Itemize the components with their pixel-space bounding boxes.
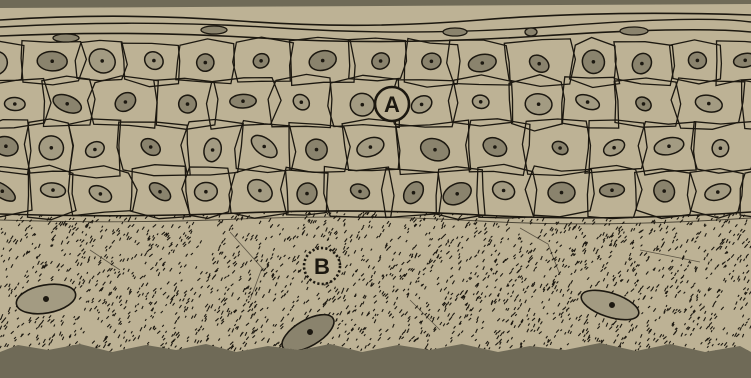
nucleolus [502,189,506,193]
nucleolus [321,59,325,63]
nucleolus [204,190,208,194]
label-b-marker: B [304,248,340,284]
nucleolus [667,144,671,148]
nucleolus [300,100,304,104]
nucleolus [640,62,644,66]
nucleolus [455,192,459,196]
nucleolus [558,146,562,150]
label-b: B [314,254,330,279]
nucleolus [592,60,596,64]
nucleolus [211,148,215,152]
nucleolus [149,145,153,149]
nucleolus [50,59,54,63]
nucleolus [716,190,720,194]
nucleolus [358,190,362,194]
nucleolus [612,146,616,150]
nucleolus [124,100,128,104]
nucleolus [610,188,614,192]
nucleolus [152,59,156,63]
nucleolus [186,102,190,106]
nucleolus [93,148,97,152]
nucleolus [262,145,266,149]
nucleolus [361,103,365,107]
nucleolus [707,102,711,106]
label-a: A [384,92,400,117]
nucleolus [13,102,17,106]
nucleolus [50,146,54,150]
nucleolus [65,102,69,106]
label-a-marker: A [375,87,409,121]
nucleolus [379,59,383,63]
nucleolus [560,191,564,195]
nucleolus [1,189,5,193]
nucleolus [642,102,646,106]
nucleolus [743,59,747,63]
nucleolus [158,190,162,194]
nucleolus [258,189,262,193]
nucleolus [481,61,485,65]
nucleolus [719,146,723,150]
nucleolus [586,100,590,104]
nucleolus [369,145,373,149]
nucleolus [100,59,104,63]
nucleolus [662,189,666,193]
nucleolus [696,59,700,63]
nucleolus [315,148,319,152]
nucleolus [305,192,309,196]
nucleolus [430,60,434,64]
nucleolus [241,99,245,103]
nucleolus [51,188,55,192]
nucleolus [99,192,103,196]
nucleolus [433,148,437,152]
nucleolus [4,144,8,148]
nucleolus [412,191,416,195]
nucleolus [204,61,208,65]
nucleolus [420,103,424,107]
nucleolus [493,145,497,149]
nucleolus [479,100,483,104]
nucleolus [259,59,263,63]
nucleolus [537,102,541,106]
nucleolus [537,62,541,66]
